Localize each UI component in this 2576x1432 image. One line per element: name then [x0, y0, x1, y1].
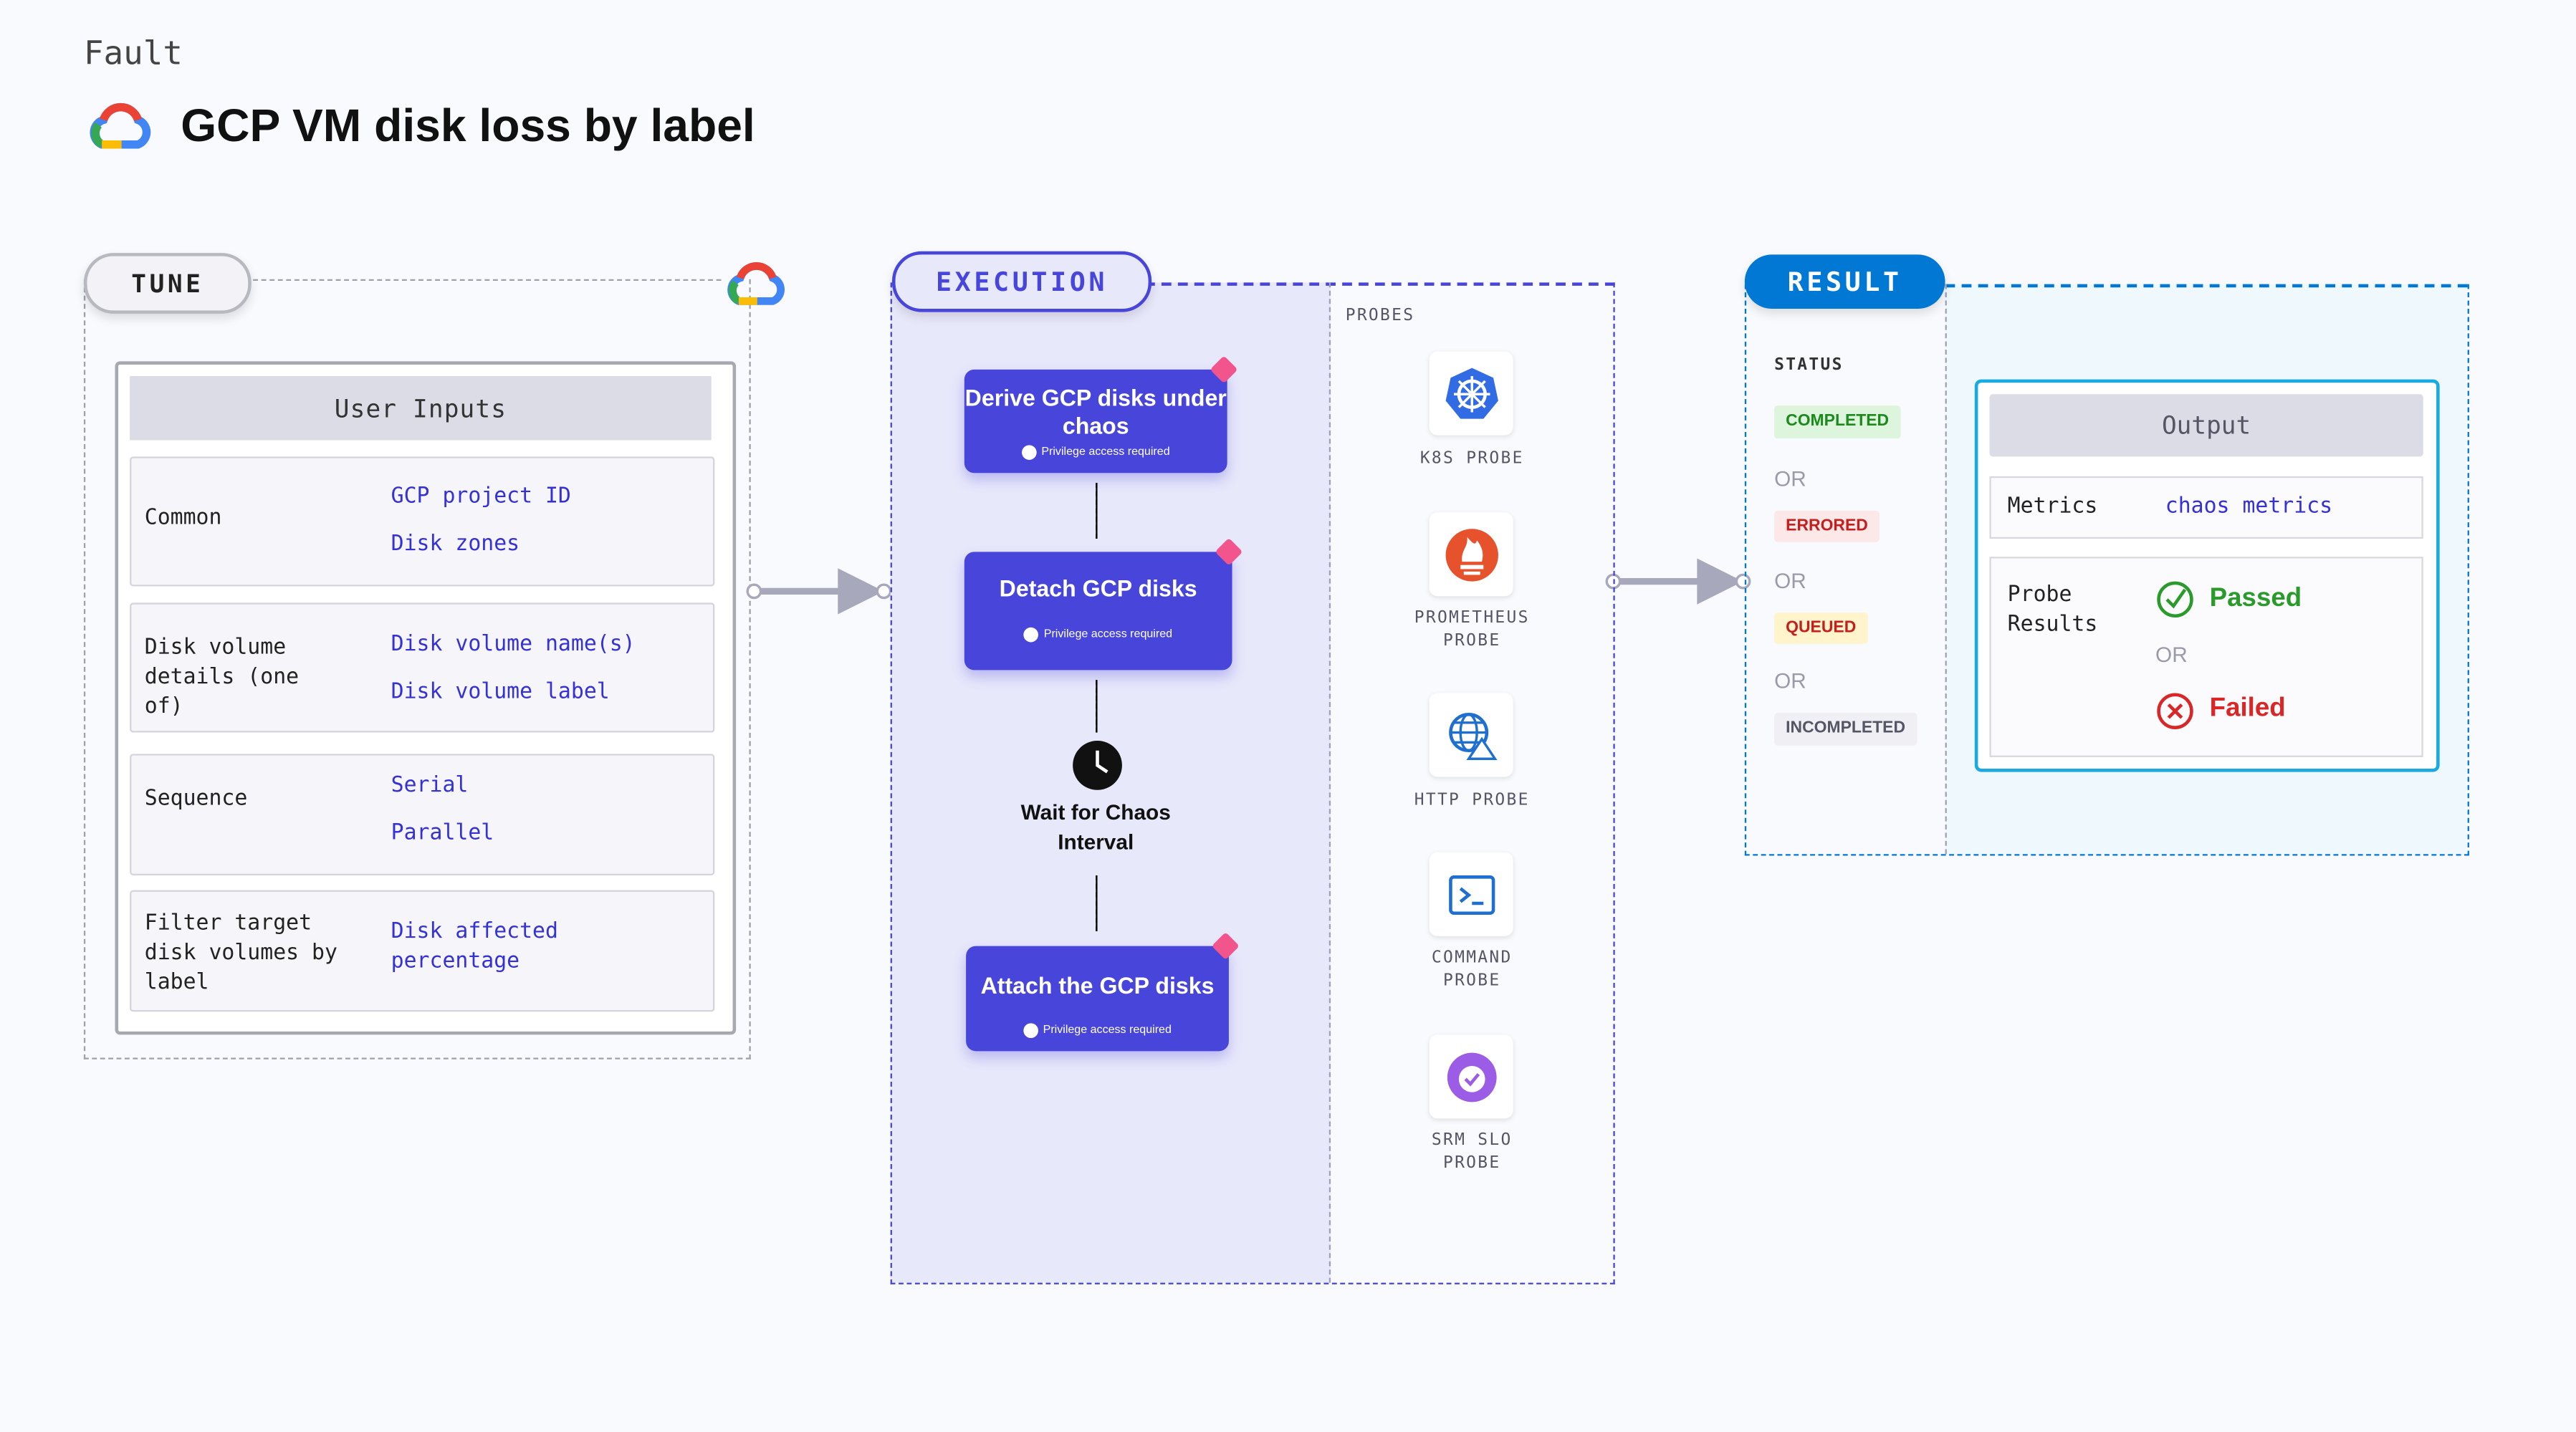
input-row-sequence: Sequence Serial Parallel [130, 754, 715, 876]
srm-slo-probe-icon [1429, 1034, 1513, 1119]
failed-label: Failed [2209, 694, 2286, 723]
page-title: GCP VM disk loss by label [181, 100, 755, 151]
lock-icon [1023, 1023, 1038, 1038]
privilege-note: Privilege access required [1043, 629, 1173, 641]
step-derive-disks: Derive GCP disks under chaos Privilege a… [964, 355, 1238, 474]
prometheus-probe-icon [1429, 512, 1513, 597]
k8s-probe-label: K8S PROBE [1419, 450, 1524, 468]
status-completed: COMPLETED [1774, 405, 1901, 439]
srm-slo-probe-label: SRM SLO PROBE [1431, 1131, 1513, 1173]
status-queued: QUEUED [1774, 612, 1868, 644]
status-label: STATUS [1774, 356, 1844, 375]
execution-pill: EXECUTION [891, 251, 1152, 312]
input-disk-volume-label: Disk volume label [391, 680, 610, 705]
check-circle-icon [2157, 581, 2193, 618]
x-circle-icon [2157, 693, 2193, 729]
probes-label: PROBES [1345, 307, 1415, 325]
tune-section [83, 279, 751, 1059]
input-gcp-project-id: GCP project ID [391, 484, 571, 509]
step-wait-interval: Wait for Chaos Interval [1020, 799, 1171, 855]
command-probe-icon [1429, 852, 1513, 936]
execution-section [890, 282, 1615, 1284]
input-row-filter: Filter target disk volumes by label Disk… [130, 890, 715, 1012]
status-incompleted: INCOMPLETED [1774, 713, 1917, 746]
lock-icon [1024, 627, 1039, 643]
input-disk-zones: Disk zones [391, 532, 520, 557]
sequence-parallel: Parallel [391, 821, 494, 846]
step-title: Attach the GCP disks [980, 972, 1215, 999]
row-key: Sequence [144, 787, 248, 812]
or-label: OR [1774, 568, 1806, 593]
step-title: Detach GCP disks [999, 575, 1197, 602]
lock-icon [1021, 445, 1037, 460]
result-section [1744, 284, 2469, 856]
or-label: OR [1774, 668, 1806, 693]
privilege-note: Privilege access required [1043, 1024, 1172, 1037]
row-key: Common [144, 506, 222, 531]
output-header: Output [1989, 394, 2423, 457]
row-key: Disk volume details (one of) [144, 635, 300, 720]
http-probe-icon [1429, 693, 1513, 777]
input-row-disk-volume: Disk volume details (one of) Disk volume… [130, 602, 715, 733]
step-title: Derive GCP disks under chaos [964, 384, 1227, 439]
arrow-execution-to-result [1605, 558, 1751, 605]
metrics-value: chaos metrics [2165, 494, 2333, 519]
row-key: Filter target disk volumes by label [144, 911, 337, 996]
arrow-tune-to-execution [746, 568, 892, 615]
gcp-cloud-icon [90, 102, 151, 149]
input-row-common: Common GCP project ID Disk zones [130, 456, 715, 587]
probe-results-row: Probe Results Passed OR Failed [1989, 557, 2423, 757]
probe-results-key: Probe Results [2007, 582, 2098, 638]
prometheus-probe-label: PROMETHEUS PROBE [1414, 609, 1530, 650]
metrics-key: Metrics [2007, 494, 2098, 519]
or-label: OR [2155, 642, 2188, 667]
or-label: OR [1774, 466, 1806, 491]
k8s-probe-icon [1429, 351, 1513, 436]
input-disk-volume-names: Disk volume name(s) [391, 632, 636, 658]
result-pill: RESULT [1744, 254, 1945, 309]
passed-label: Passed [2209, 585, 2302, 613]
clock-icon [1073, 741, 1122, 790]
category-label: Fault [83, 32, 183, 72]
step-detach-disks: Detach GCP disks Privilege access requir… [964, 537, 1243, 671]
step-attach-disks: Attach the GCP disks Privilege access re… [966, 932, 1240, 1052]
status-errored: ERRORED [1774, 511, 1880, 542]
command-probe-label: COMMAND PROBE [1431, 949, 1513, 991]
gcp-cloud-icon [727, 262, 785, 305]
http-probe-label: HTTP PROBE [1414, 792, 1530, 810]
user-inputs-header: User Inputs [130, 376, 712, 441]
input-disk-affected-percentage: Disk affected percentage [391, 919, 558, 974]
tune-pill: TUNE [83, 253, 252, 314]
metrics-row: Metrics chaos metrics [1989, 476, 2423, 539]
sequence-serial: Serial [391, 773, 469, 799]
privilege-note: Privilege access required [1041, 446, 1170, 458]
